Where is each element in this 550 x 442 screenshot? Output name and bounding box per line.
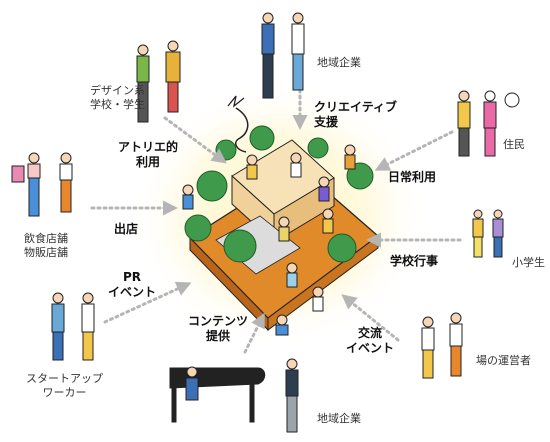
label-startup-line1: スタートアップ: [26, 372, 103, 385]
people-figures: [182, 144, 356, 312]
label-exchange-line2: イベント: [346, 341, 395, 355]
zigzag-mark: [227, 95, 245, 108]
label-daily: 日常利用: [388, 170, 437, 184]
central-space-illustration: [182, 95, 379, 336]
figure-elementary: [472, 209, 504, 258]
arrows: [90, 88, 462, 354]
figure-local-company-bottom: [285, 358, 299, 433]
arrow-content: [243, 312, 265, 354]
arrow-startup: [103, 281, 192, 324]
label-food-shops-line1: 飲食店舗: [24, 232, 68, 245]
label-creative-line2: 支援: [314, 115, 339, 129]
label-local-company-top: 地域企業: [317, 56, 361, 69]
label-content-line1: コンテンツ: [188, 314, 249, 328]
figure-food-shops: [11, 152, 73, 217]
label-pr-line2: イベント: [108, 285, 157, 299]
arrow-operator: [341, 294, 400, 342]
label-design-school: デザイン系 学校・学生: [90, 84, 145, 112]
stakeholder-figures: [11, 12, 520, 433]
label-local-company-bottom: 地域企業: [317, 412, 361, 425]
figure-piano: [169, 366, 266, 423]
label-content-line2: 提供: [206, 329, 231, 343]
label-shop: 出店: [114, 222, 139, 236]
arrow-residents: [374, 130, 454, 171]
figure-startup: [51, 292, 95, 361]
figure-residents: [457, 90, 520, 157]
label-design-school-line2: 学校・学生: [90, 98, 145, 111]
figure-operator: [421, 312, 463, 379]
slide-ribbon: [235, 107, 249, 153]
label-residents: 住民: [503, 138, 525, 151]
label-startup-line2: ワーカー: [42, 386, 87, 399]
label-food-shops-line2: 物販店舗: [24, 246, 68, 259]
label-design-school-line1: デザイン系: [90, 84, 145, 97]
label-atelier: アトリエ的 利用: [118, 140, 178, 170]
label-elementary: 小学生: [512, 256, 545, 269]
label-exchange: 交流 イベント: [346, 326, 394, 356]
label-pr-line1: PR: [122, 270, 142, 284]
label-atelier-line2: 利用: [136, 155, 161, 169]
label-exchange-line1: 交流: [358, 326, 383, 340]
label-content: コンテンツ 提供: [188, 314, 248, 344]
figure-local-company-top: [261, 12, 305, 99]
label-operator: 場の運営者: [476, 354, 531, 367]
label-creative: クリエイティブ 支援: [314, 100, 397, 130]
figure-design-school: [136, 40, 181, 123]
label-atelier-line1: アトリエ的: [118, 140, 179, 154]
label-creative-line1: クリエイティブ: [314, 100, 398, 114]
label-startup: スタートアップ ワーカー: [26, 372, 103, 400]
arrow-design-school: [163, 116, 227, 164]
label-food-shops: 飲食店舗 物販店舗: [24, 232, 68, 260]
label-school-event: 学校行事: [390, 254, 439, 268]
label-pr: PR イベント: [108, 270, 156, 300]
